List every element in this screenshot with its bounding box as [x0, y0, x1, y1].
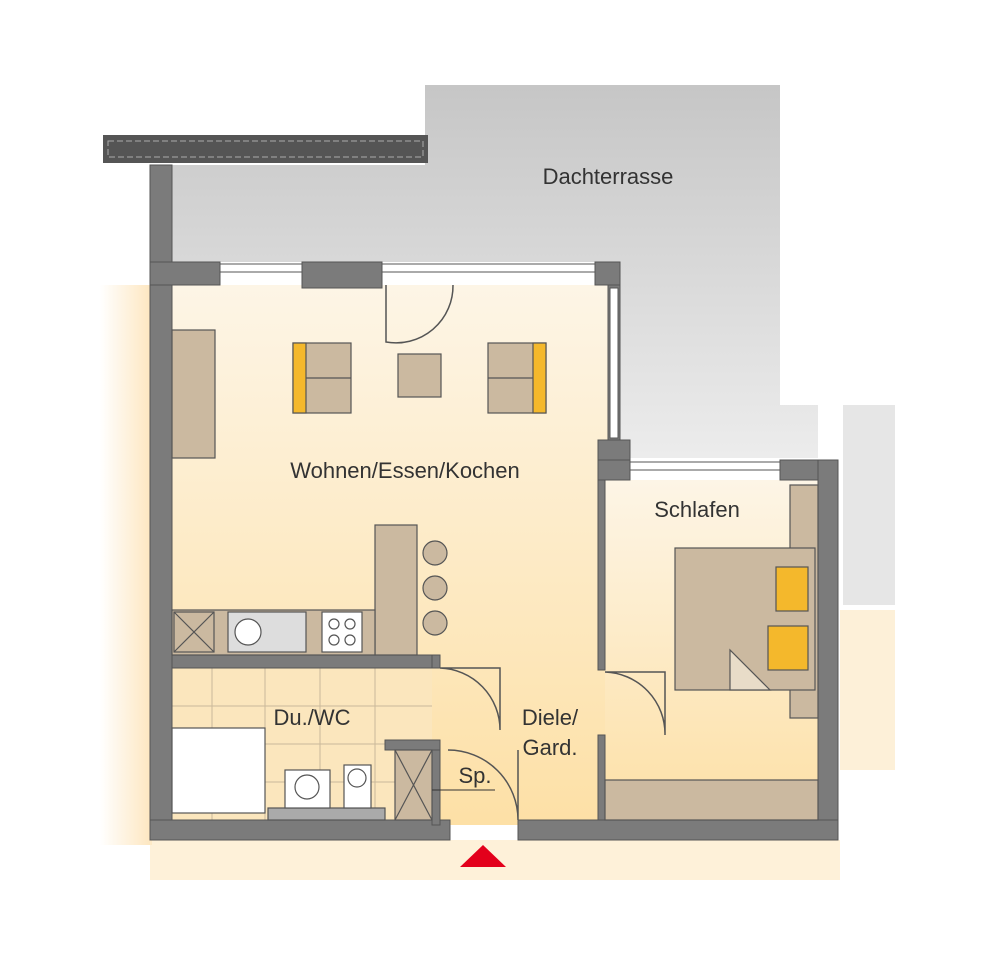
sideboard — [171, 329, 216, 459]
terrace-area — [172, 85, 818, 458]
bar-stool — [422, 610, 448, 636]
windows — [219, 263, 781, 471]
pillow — [775, 566, 809, 612]
washbasin — [284, 769, 331, 809]
entrance-arrow-icon — [460, 845, 506, 867]
pillow — [767, 625, 809, 671]
bar-stool — [422, 575, 448, 601]
label-bedroom: Schlafen — [654, 497, 740, 522]
neighbor-right — [840, 610, 895, 770]
coffee-table — [397, 353, 442, 398]
doors — [385, 284, 666, 821]
label-terrace: Dachterrasse — [543, 164, 674, 189]
furniture — [171, 329, 819, 821]
terrace-railing — [103, 135, 428, 163]
stove — [321, 611, 363, 653]
neighbor-right-terrace — [843, 405, 895, 605]
railing-pattern — [107, 140, 424, 158]
label-hall-1: Diele/ — [522, 705, 579, 730]
label-hall-2: Gard. — [522, 735, 577, 760]
label-storage: Sp. — [458, 763, 491, 788]
bar-stool — [422, 540, 448, 566]
neighbor-left — [100, 285, 152, 845]
walls — [149, 164, 839, 841]
label-bath: Du./WC — [274, 705, 351, 730]
shower — [171, 727, 266, 814]
bedroom-shelf — [604, 779, 819, 821]
label-living: Wohnen/Essen/Kochen — [290, 458, 520, 483]
kitchen-island — [374, 524, 418, 656]
